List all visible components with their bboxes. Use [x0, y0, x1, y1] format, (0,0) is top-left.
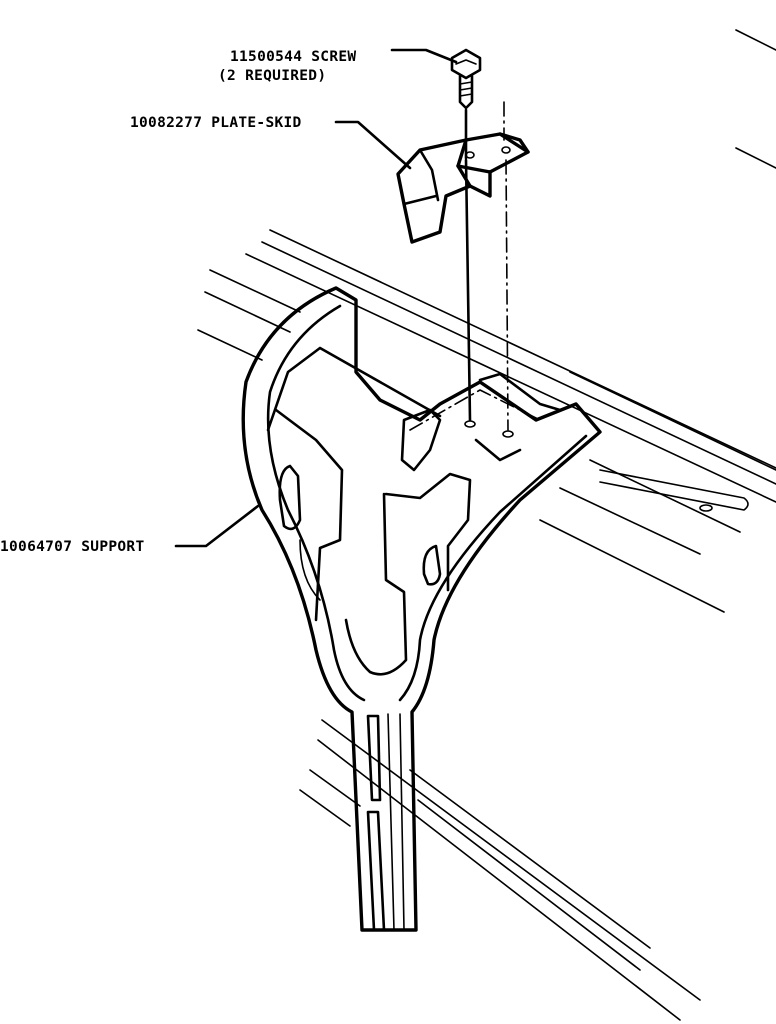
leader-lines	[174, 48, 458, 548]
skid-plate-label: 10082277 PLATE-SKID	[130, 115, 302, 131]
screw-quantity-label: (2 REQUIRED)	[218, 68, 326, 84]
support-label: 10064707 SUPPORT	[0, 539, 144, 555]
skid-plate-part	[396, 132, 530, 244]
vehicle-frame-rails	[197, 29, 776, 1021]
screw-part-number-label: 11500544 SCREW	[230, 49, 356, 65]
fastener-alignment-lines	[464, 101, 509, 431]
callout-labels: 11500544 SCREW (2 REQUIRED) 10082277 PLA…	[0, 49, 356, 555]
screw-part	[450, 48, 482, 160]
support-bracket-part	[241, 286, 602, 932]
